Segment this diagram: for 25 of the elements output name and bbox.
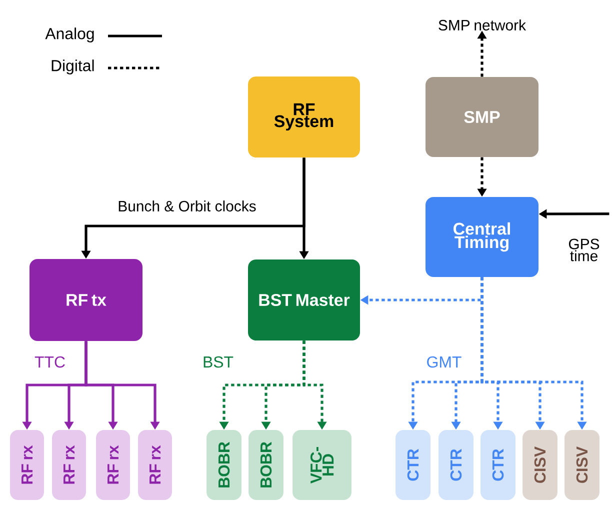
process-box: Central Timing [426, 197, 538, 277]
output-text: SMP network [438, 20, 526, 30]
receiver-box: VFC-HD [292, 430, 352, 500]
receiver-box: RF rx [10, 430, 44, 500]
legend-label: Digital [52, 60, 94, 74]
input-label: GPS time [568, 238, 600, 262]
receiver-box: CISV [564, 430, 600, 500]
process-box: BST Master [248, 260, 360, 340]
receiver-box: CISV [522, 430, 558, 500]
legend-label: Analog [45, 28, 94, 42]
edge-label: Bunch & Orbit clocks [118, 200, 256, 212]
bus-label: TTC [34, 356, 65, 368]
receiver-box: CTR [438, 430, 474, 500]
receiver-box: CTR [396, 430, 430, 500]
process-box: RF tx [30, 259, 142, 341]
process-box: RF System [248, 76, 360, 158]
bus-label: GMT [427, 356, 462, 368]
receiver-box: RF rx [96, 430, 130, 500]
process-box: SMP [426, 77, 538, 157]
receiver-box: CTR [480, 430, 516, 500]
receiver-box: RF rx [138, 430, 172, 500]
bus-label: BST [204, 356, 234, 368]
receiver-box: BOBR [248, 430, 284, 500]
receiver-box: RF rx [52, 430, 86, 500]
receiver-box: BOBR [206, 430, 242, 500]
